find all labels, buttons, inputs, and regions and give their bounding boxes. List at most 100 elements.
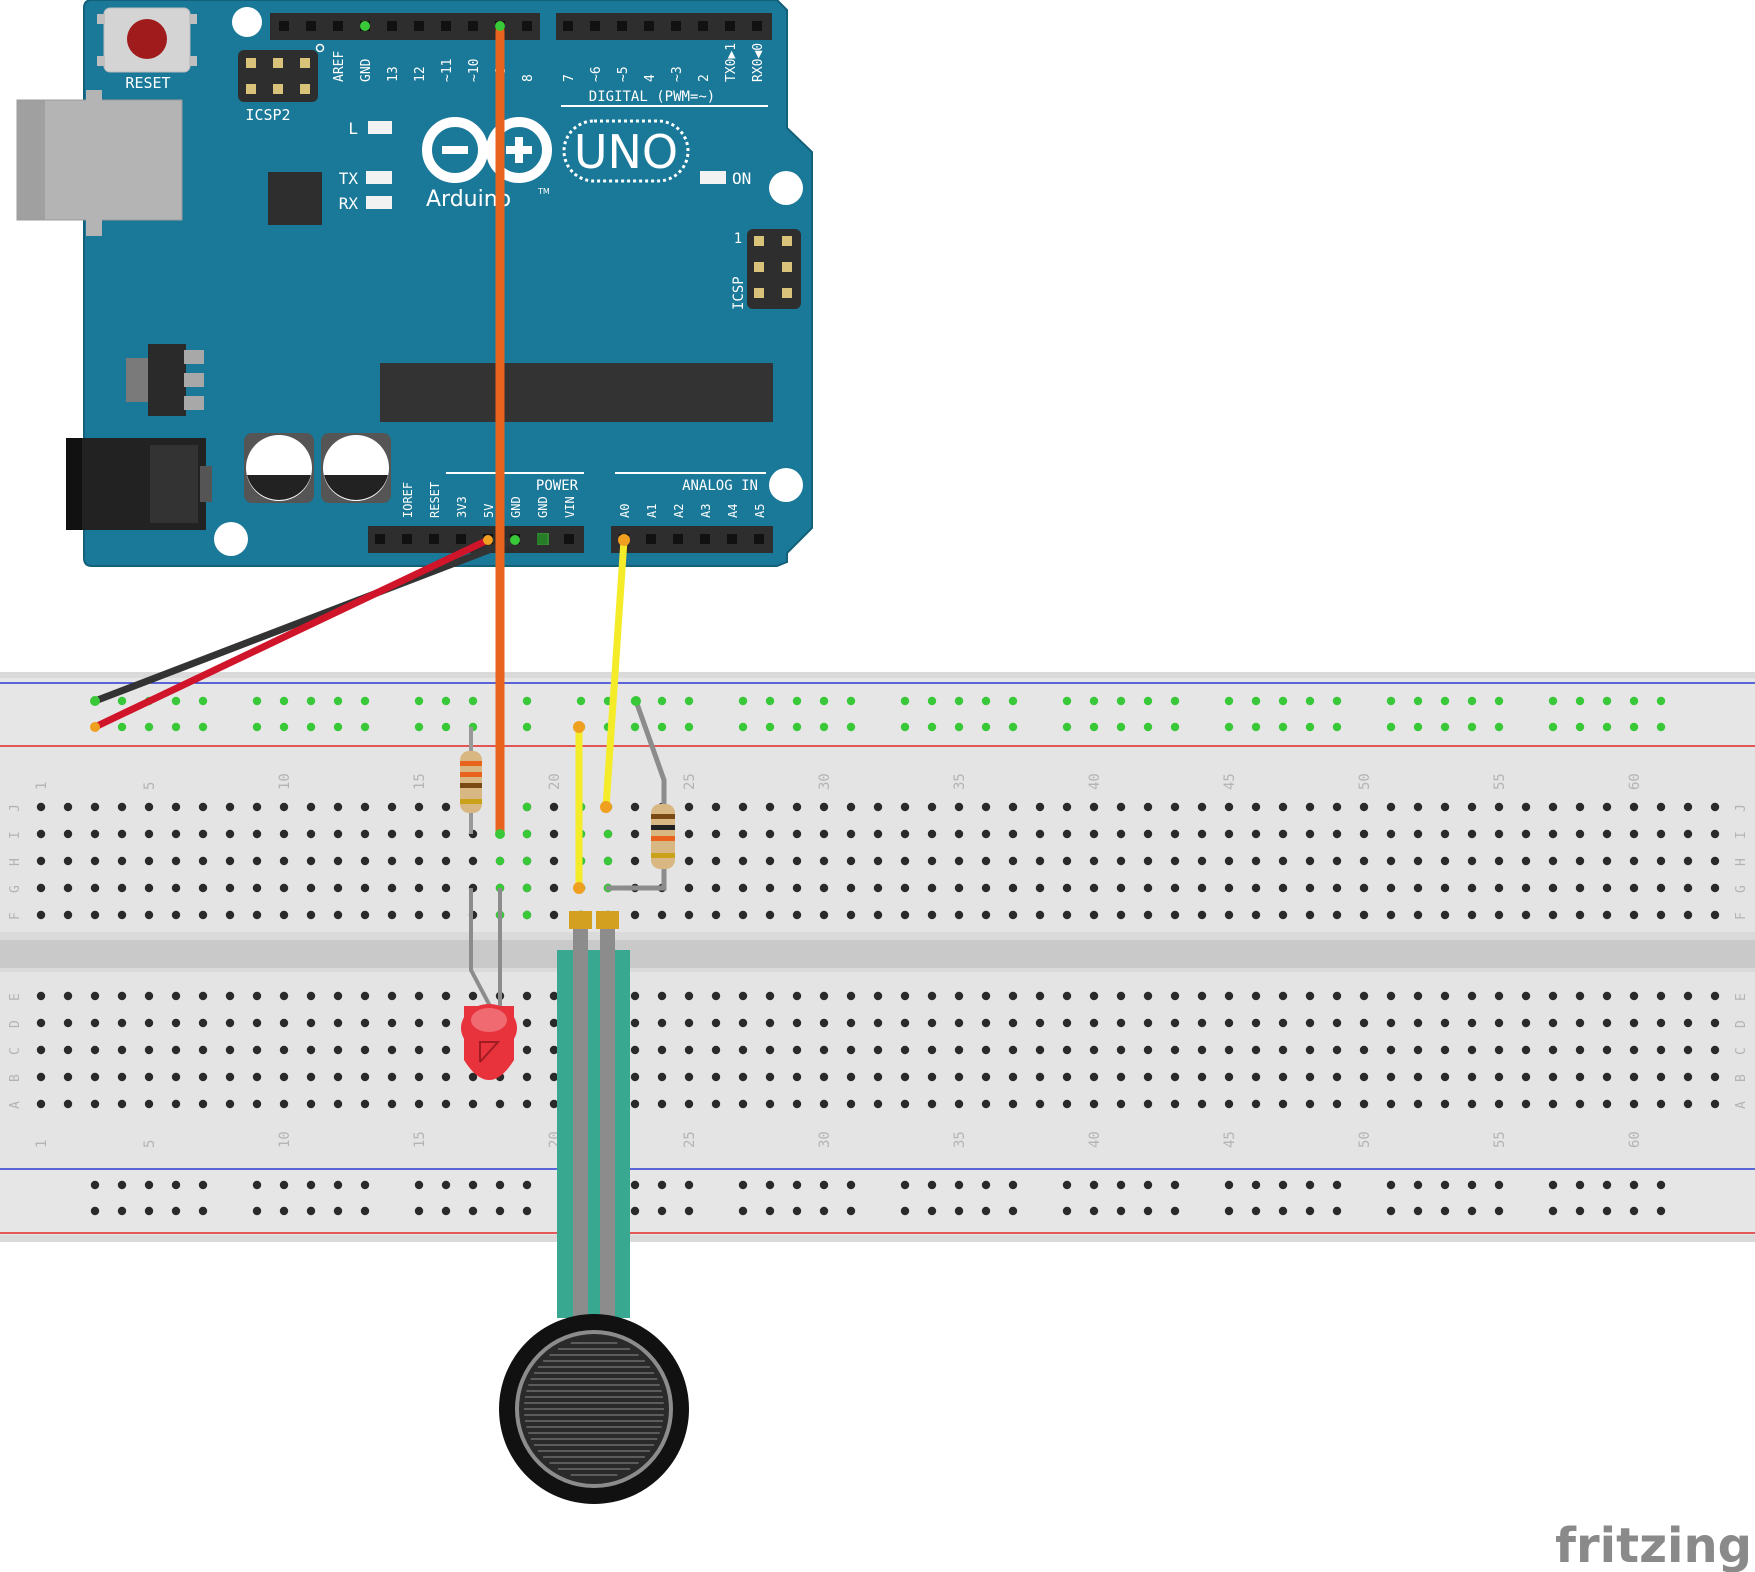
header-pin-hole (279, 21, 289, 31)
digital-pin-label: RX0◀0 (751, 43, 766, 82)
reset-button[interactable] (97, 7, 197, 73)
header-pin-hole (617, 21, 627, 31)
force-sensor (499, 911, 689, 1504)
power-jack (66, 438, 212, 530)
column-number-bottom: 35 (952, 1131, 968, 1148)
column-number-bottom: 5 (142, 1140, 158, 1148)
column-number-top: 1 (34, 782, 50, 790)
header-pin-hole (522, 21, 532, 31)
row-letter: E (8, 993, 23, 1001)
row-letter: G (1734, 885, 1749, 893)
column-number-top: 40 (1087, 773, 1103, 790)
digital-pin-label: 13 (386, 66, 401, 82)
bottom-power-rail (0, 1168, 1755, 1235)
usb-connector (16, 90, 183, 236)
row-letter: G (8, 885, 23, 893)
power-label: POWER (536, 478, 579, 494)
power-pin-label: GND (509, 496, 523, 518)
header-pin-hole (564, 534, 574, 544)
voltage-regulator (126, 344, 204, 416)
led-tx-indicator (366, 171, 392, 184)
mounting-hole (769, 171, 803, 205)
row-letter: H (1734, 858, 1749, 866)
row-letter: J (8, 804, 23, 812)
wire-yellow-a0 (602, 539, 628, 808)
digital-pin-label: AREF (332, 51, 347, 82)
row-letter: F (8, 912, 23, 920)
column-number-bottom: 40 (1087, 1131, 1103, 1148)
analog-pin-label: A3 (699, 504, 713, 518)
icsp-header (747, 229, 801, 309)
header-pin-hole (700, 534, 710, 544)
digital-pin-label: 8 (521, 74, 536, 82)
analog-pin-label: A0 (618, 504, 632, 518)
column-number-top: 50 (1357, 773, 1373, 790)
resistor (651, 804, 675, 869)
column-number-bottom: 25 (682, 1131, 698, 1148)
led-l-label: L (348, 119, 358, 138)
header-pin-hole (414, 21, 424, 31)
brand-trademark: TM (537, 187, 550, 196)
header-pin-hole (468, 21, 478, 31)
analog-label: ANALOG IN (682, 478, 758, 494)
power-pin-label: RESET (428, 482, 442, 518)
row-letter: A (8, 1101, 23, 1109)
usb-chip (268, 172, 322, 225)
digital-pin-label: 4 (643, 74, 658, 82)
digital-pin-label: ~5 (616, 66, 631, 82)
header-pin-hole (752, 21, 762, 31)
led-on-indicator (700, 171, 726, 184)
led-rx-indicator (366, 196, 392, 209)
header-pin-hole (671, 21, 681, 31)
header-pin-hole (698, 21, 708, 31)
power-pin-label: 3V3 (455, 496, 469, 518)
column-number-bottom: 45 (1222, 1131, 1238, 1148)
header-pin-hole (754, 534, 764, 544)
icsp-label: ICSP (731, 276, 747, 310)
row-letter: J (1734, 804, 1749, 812)
column-number-bottom: 55 (1492, 1131, 1508, 1148)
led-on-label: ON (732, 169, 751, 188)
capacitor (321, 433, 391, 503)
digital-pin-label: TX0▶1 (724, 43, 739, 82)
header-pin-hole (590, 21, 600, 31)
digital-pin-label: ~10 (467, 59, 482, 82)
column-number-top: 20 (547, 773, 563, 790)
mounting-hole (232, 7, 262, 37)
row-letter: B (8, 1074, 23, 1082)
microcontroller-chip (380, 363, 773, 422)
analog-pin-label: A4 (726, 504, 740, 518)
column-number-top: 45 (1222, 773, 1238, 790)
arduino-uno-board: RESET ICSP2 AREFGND1312~11~10~987~6~54~3… (16, 0, 813, 567)
header-pin-hole (646, 534, 656, 544)
digital-pin-label: 12 (413, 66, 428, 82)
row-letter: H (8, 858, 23, 866)
column-number-top: 55 (1492, 773, 1508, 790)
red-led (461, 888, 517, 1080)
led-l-indicator (368, 121, 392, 134)
power-pin-label: GND (536, 496, 550, 518)
icsp2-label: ICSP2 (245, 106, 290, 124)
digital-header-lower (556, 13, 772, 40)
analog-pin-label: A1 (645, 504, 659, 518)
column-number-bottom: 15 (412, 1131, 428, 1148)
fritzing-watermark: fritzing (1555, 1518, 1752, 1572)
led-tx-label: TX (339, 169, 359, 188)
reset-label: RESET (125, 74, 170, 92)
icsp2-header (238, 50, 318, 102)
header-pin-hole (673, 534, 683, 544)
board-model: UNO (574, 125, 678, 179)
header-pin-hole (727, 534, 737, 544)
header-pin-hole (333, 21, 343, 31)
row-letter: E (1734, 993, 1749, 1001)
analog-pin-label: A5 (753, 504, 767, 518)
wire-black-gnd (91, 536, 519, 705)
uno-badge (562, 119, 690, 183)
digital-pin-label: ~11 (440, 59, 455, 82)
digital-label: DIGITAL (PWM=~) (589, 89, 715, 105)
column-number-top: 35 (952, 773, 968, 790)
column-number-top: 60 (1627, 773, 1643, 790)
header-pin-hole (387, 21, 397, 31)
column-number-bottom: 10 (277, 1131, 293, 1148)
